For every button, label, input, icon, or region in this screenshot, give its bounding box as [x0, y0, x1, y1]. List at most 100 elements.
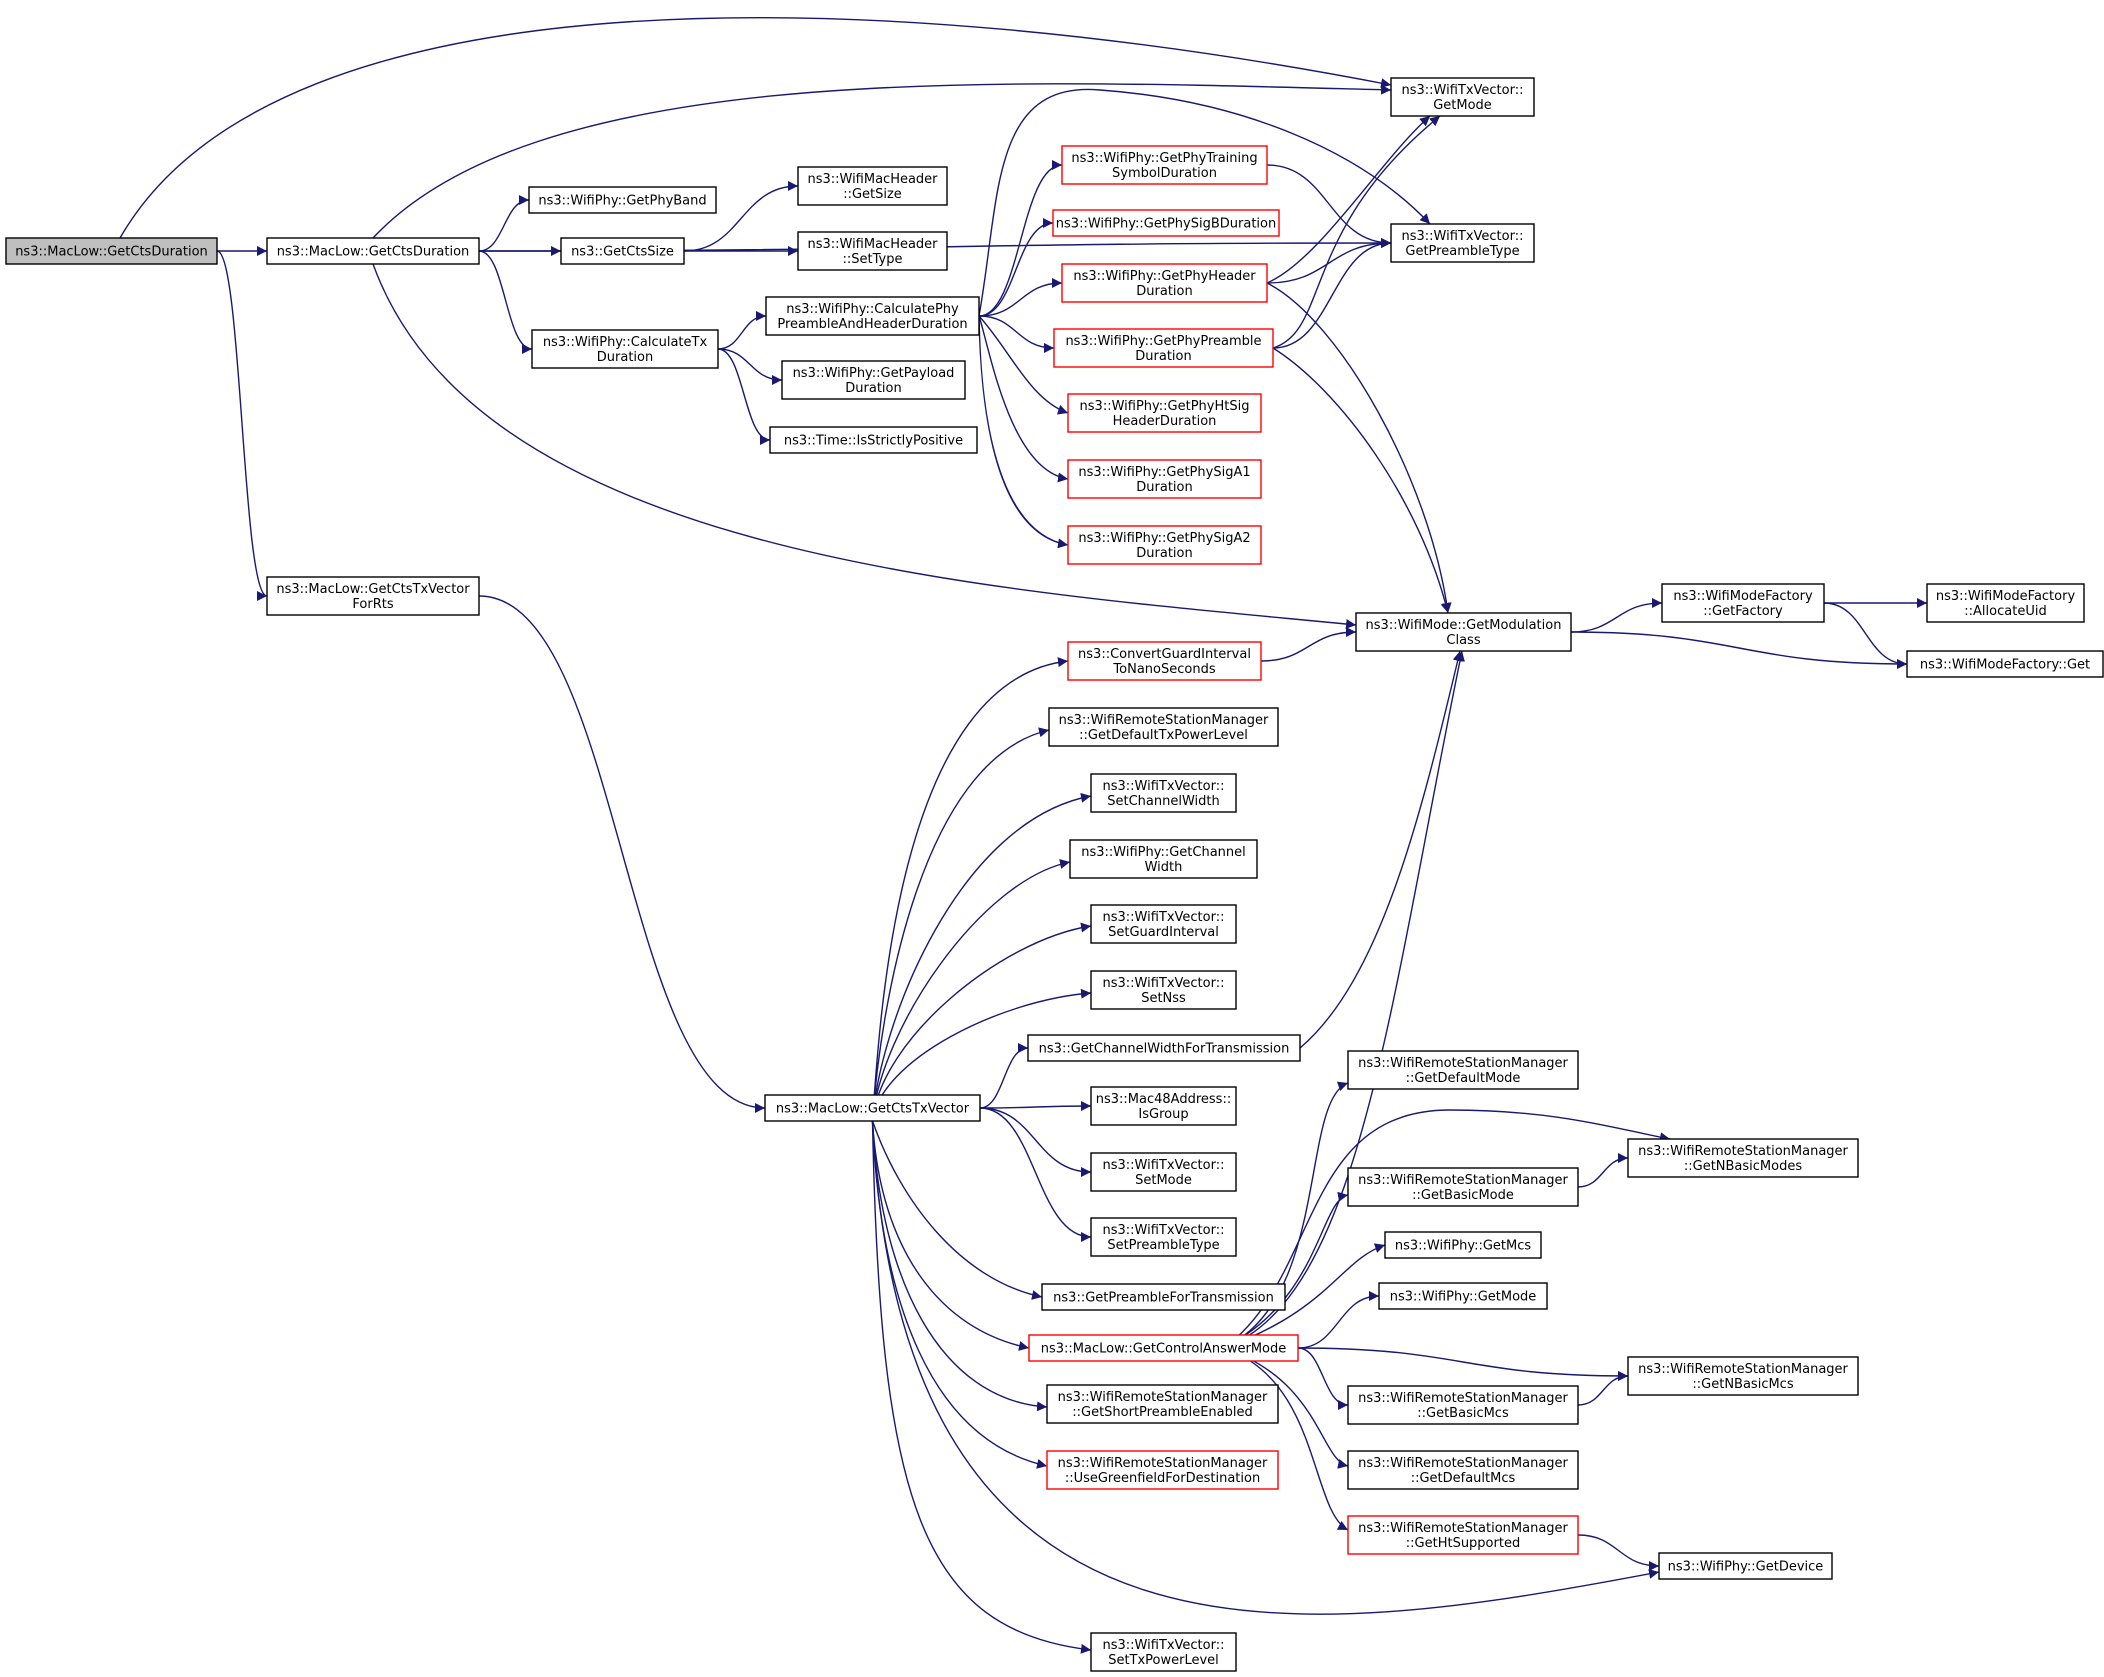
edge-ctsvec-to-isgroup	[979, 1101, 1092, 1112]
edge-convgi-to-modclass	[1260, 627, 1357, 662]
edge-ctsvec-to-setpre	[979, 1107, 1092, 1242]
node-band[interactable]: ns3::WifiPhy::GetPhyBand	[528, 186, 717, 214]
node-device[interactable]: ns3::WifiPhy::GetDevice	[1658, 1552, 1833, 1580]
node-label: SetNss	[1141, 991, 1186, 1006]
node-nbasicmodes[interactable]: ns3::WifiRemoteStationManager::GetNBasic…	[1627, 1138, 1859, 1178]
node-calcphy[interactable]: ns3::WifiPhy::CalculatePhyPreambleAndHea…	[765, 296, 980, 336]
node-txmode[interactable]: ns3::WifiTxVector::GetMode	[1390, 77, 1535, 117]
edge-ctrlans-to-basicmode	[1223, 1191, 1349, 1349]
node-shortpre[interactable]: ns3::WifiRemoteStationManager::GetShortP…	[1046, 1384, 1279, 1424]
node-box	[1661, 583, 1825, 623]
node-setgi[interactable]: ns3::WifiTxVector::SetGuardInterval	[1090, 904, 1237, 944]
node-box	[797, 231, 948, 271]
node-gcd2[interactable]: ns3::MacLow::GetCtsDuration	[266, 237, 480, 265]
node-label: ns3::WifiRemoteStationManager	[1638, 1362, 1848, 1377]
edge-calcphy-to-preamble	[978, 315, 1055, 353]
node-label: ns3::GetChannelWidthForTransmission	[1039, 1042, 1290, 1057]
node-basicmcs[interactable]: ns3::WifiRemoteStationManager::GetBasicM…	[1347, 1385, 1579, 1425]
node-box	[1028, 1334, 1299, 1362]
node-ctsvec[interactable]: ns3::MacLow::GetCtsTxVector	[764, 1094, 981, 1122]
edge-calcphy-to-header	[978, 278, 1063, 317]
node-pretx[interactable]: ns3::GetPreambleForTransmission	[1041, 1283, 1286, 1311]
node-phymode[interactable]: ns3::WifiPhy::GetMode	[1378, 1282, 1548, 1310]
node-txpre[interactable]: ns3::WifiTxVector::GetPreambleType	[1390, 223, 1535, 263]
node-defmcs[interactable]: ns3::WifiRemoteStationManager::GetDefaul…	[1347, 1450, 1579, 1490]
node-label: ns3::MacLow::GetControlAnswerMode	[1041, 1342, 1286, 1357]
node-label: ns3::WifiMode::GetModulation	[1366, 618, 1562, 633]
node-ctrlans[interactable]: ns3::MacLow::GetControlAnswerMode	[1028, 1334, 1299, 1362]
node-nbasicmcs[interactable]: ns3::WifiRemoteStationManager::GetNBasic…	[1627, 1356, 1859, 1396]
node-getsize[interactable]: ns3::WifiMacHeader::GetSize	[797, 166, 948, 206]
node-label: ns3::WifiRemoteStationManager	[1638, 1144, 1848, 1159]
node-label: ns3::WifiRemoteStationManager	[1358, 1456, 1568, 1471]
node-label: Duration	[1135, 349, 1191, 364]
edge-preamble-to-txpre	[1272, 238, 1392, 349]
node-getcw[interactable]: ns3::WifiPhy::GetChannelWidth	[1069, 839, 1258, 879]
node-getmcs[interactable]: ns3::WifiPhy::GetMcs	[1384, 1231, 1542, 1259]
node-ctssize[interactable]: ns3::GetCtsSize	[560, 237, 685, 265]
edge-calctx-to-strict	[717, 348, 771, 445]
edge-preamble-to-modclass	[1272, 347, 1451, 614]
node-box	[1347, 1515, 1579, 1555]
edge-modclass-to-factory	[1570, 598, 1663, 633]
node-settype[interactable]: ns3::WifiMacHeader::SetType	[797, 231, 948, 271]
node-fget[interactable]: ns3::WifiModeFactory::Get	[1906, 650, 2104, 678]
node-label: ns3::WifiTxVector::	[1102, 1223, 1224, 1238]
edge-training-to-txpre	[1266, 164, 1392, 248]
node-setmode[interactable]: ns3::WifiTxVector::SetMode	[1090, 1152, 1237, 1192]
node-strict[interactable]: ns3::Time::IsStrictlyPositive	[769, 426, 978, 454]
node-label: ns3::WifiPhy::GetPhyBand	[538, 194, 706, 209]
node-label: ns3::MacLow::GetCtsDuration	[15, 245, 208, 260]
edge-header-to-txpre	[1266, 238, 1392, 284]
node-label: ns3::WifiRemoteStationManager	[1358, 1391, 1568, 1406]
node-factory[interactable]: ns3::WifiModeFactory::GetFactory	[1661, 583, 1825, 623]
node-training[interactable]: ns3::WifiPhy::GetPhyTrainingSymbolDurati…	[1061, 145, 1268, 185]
node-label: ns3::ConvertGuardInterval	[1078, 647, 1251, 662]
edge-ctsvec-to-setcw	[871, 792, 1092, 1122]
node-alloc[interactable]: ns3::WifiModeFactory::AllocateUid	[1926, 583, 2085, 623]
node-cwtx[interactable]: ns3::GetChannelWidthForTransmission	[1027, 1034, 1301, 1062]
node-basicmode[interactable]: ns3::WifiRemoteStationManager::GetBasicM…	[1347, 1167, 1579, 1207]
node-box	[1378, 1282, 1548, 1310]
node-label: Duration	[845, 381, 901, 396]
node-label: ns3::Mac48Address::	[1096, 1092, 1231, 1107]
node-box	[1906, 650, 2104, 678]
edge-ctsvec-to-shortpre	[871, 1120, 1048, 1412]
node-setcw[interactable]: ns3::WifiTxVector::SetChannelWidth	[1090, 773, 1237, 813]
node-settxpow[interactable]: ns3::WifiTxVector::SetTxPowerLevel	[1090, 1632, 1237, 1672]
node-label: ns3::WifiPhy::GetPayload	[793, 366, 955, 381]
node-label: ns3::MacLow::GetCtsDuration	[277, 245, 470, 260]
node-label: Class	[1446, 633, 1480, 648]
edge-ctsvec-to-ctrlans	[871, 1120, 1030, 1351]
node-defpow[interactable]: ns3::WifiRemoteStationManager::GetDefaul…	[1048, 707, 1279, 747]
edge-gcd2-to-band	[478, 195, 530, 252]
node-label: ns3::WifiTxVector::	[1102, 1158, 1224, 1173]
node-setnss[interactable]: ns3::WifiTxVector::SetNss	[1090, 970, 1237, 1010]
node-defmode[interactable]: ns3::WifiRemoteStationManager::GetDefaul…	[1347, 1050, 1579, 1090]
node-label: IsGroup	[1138, 1107, 1188, 1122]
node-box	[1053, 328, 1274, 368]
node-sigb[interactable]: ns3::WifiPhy::GetPhySigBDuration	[1052, 209, 1280, 237]
node-root[interactable]: ns3::MacLow::GetCtsDuration	[5, 237, 218, 265]
node-label: ns3::WifiModeFactory::Get	[1920, 658, 2090, 673]
edge-calcphy-to-siga1	[978, 315, 1069, 483]
node-isgroup[interactable]: ns3::Mac48Address::IsGroup	[1090, 1086, 1237, 1126]
node-label: ns3::WifiRemoteStationManager	[1358, 1173, 1568, 1188]
node-htsup[interactable]: ns3::WifiRemoteStationManager::GetHtSupp…	[1347, 1515, 1579, 1555]
node-green[interactable]: ns3::WifiRemoteStationManager::UseGreenf…	[1046, 1450, 1279, 1490]
edge-ctsrts-to-ctsvec	[478, 595, 766, 1113]
node-label: ::GetBasicMcs	[1417, 1406, 1509, 1421]
node-setpre[interactable]: ns3::WifiTxVector::SetPreambleType	[1090, 1217, 1237, 1257]
edge-preamble-to-txmode	[1272, 115, 1441, 349]
edge-ctrlans-to-defmcs	[1223, 1347, 1349, 1469]
